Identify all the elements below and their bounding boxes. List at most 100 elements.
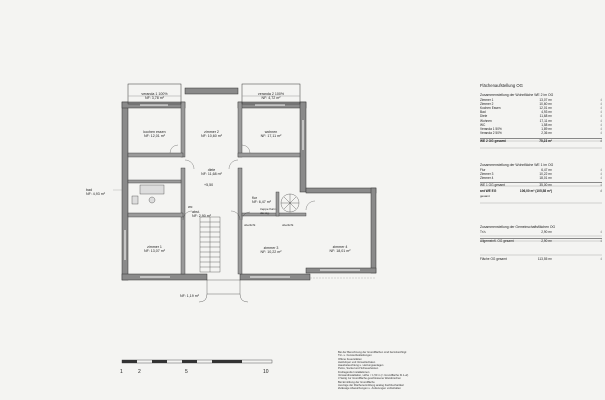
sub-label: WE 1 OG gesamt bbox=[480, 183, 505, 188]
room-area: NF: 10,60 m² bbox=[201, 134, 222, 138]
note-line: Putze, Sockel und Scheuerleisten bbox=[338, 367, 379, 371]
total-mark: √ bbox=[600, 239, 602, 244]
row-mark: √ bbox=[600, 110, 602, 115]
row-label: Zimmer 3 bbox=[480, 172, 494, 177]
note-line: 3 Seitig zur Grundfläche geschlossene Wa… bbox=[338, 377, 401, 381]
row-value: 6,47 m² bbox=[541, 168, 552, 173]
table-gemeinschaft: Zusammenstellung der Gemeinschaftsfläche… bbox=[480, 225, 602, 243]
table-row: Diele 11,68 m² √ bbox=[480, 114, 602, 118]
room-label-abst: abst. NF: 2,90 m² bbox=[192, 210, 211, 218]
room-name: kochen essen bbox=[143, 130, 166, 134]
row-mark: √ bbox=[600, 172, 602, 177]
row-value: 12,01 m² bbox=[539, 106, 552, 111]
sheet-title: Flächenaufstellung OG bbox=[480, 83, 523, 88]
row-label: Diele bbox=[480, 114, 488, 119]
room-name: zimmer 2 bbox=[204, 130, 219, 134]
row-label: Zimmer 2 bbox=[480, 102, 494, 107]
table-row: Zimmer 4 18,01 m² √ bbox=[480, 176, 602, 180]
room-area: NF: 12,01 m² bbox=[144, 134, 165, 138]
row-value: 4,93 m² bbox=[541, 110, 552, 115]
room-label-wc: wc bbox=[188, 205, 192, 209]
total-label: ant WE EG bbox=[480, 189, 497, 194]
row-label: Flur bbox=[480, 168, 486, 173]
notes-block: Bei der Berechnung der Grundflächen sind… bbox=[338, 351, 498, 391]
row-value: 1,89 m² bbox=[541, 126, 552, 131]
room-name: flur bbox=[252, 196, 257, 200]
note-line: Hausbeleuchtung u. Heizungsanlagen bbox=[338, 364, 384, 368]
row-value: 18,01 m² bbox=[539, 176, 552, 181]
row-mark: √ bbox=[600, 126, 602, 131]
table-heading: Zusammenstellung der Wohnfläche WE 1 im … bbox=[480, 163, 554, 167]
room-label-flur: flur NF: 6,47 m² bbox=[252, 196, 271, 204]
note-line: Tür- u. Fensterbekleidungen bbox=[338, 354, 372, 358]
grand-total: Fläche OG gesamt 113,55 m² √ bbox=[480, 257, 602, 261]
row-mark: √ bbox=[600, 230, 602, 235]
row-mark: √ bbox=[600, 118, 602, 123]
room-label-wohnen: wohnen NF: 17,11 m² bbox=[242, 130, 300, 138]
row-label: Kochen Essen bbox=[480, 106, 501, 111]
row-label: WC bbox=[480, 122, 486, 127]
row-value: 11,68 m² bbox=[539, 114, 552, 119]
total-note: gesamt bbox=[480, 193, 490, 198]
spiral-stair bbox=[280, 193, 300, 213]
row-mark: √ bbox=[600, 122, 602, 127]
total-value-2: (105,58 m²) bbox=[535, 189, 552, 194]
row-label: Zimmer 1 bbox=[480, 98, 494, 103]
stair-annotation: treppe flurm. dar.sig. bbox=[260, 207, 277, 215]
room-label-zimmer-1: zimmer 1 NF: 13,07 m² bbox=[128, 245, 181, 253]
row-mark: √ bbox=[600, 176, 602, 181]
row-mark: √ bbox=[600, 114, 602, 119]
room-name: zimmer 4 bbox=[332, 245, 348, 249]
room-label-kochen-essen: kochen essen NF: 12,01 m² bbox=[128, 130, 181, 138]
verandas bbox=[127, 83, 301, 105]
level-marker: +5,50 bbox=[204, 183, 214, 187]
grand-total-row: Fläche OG gesamt 113,55 m² √ bbox=[480, 257, 602, 261]
room-area: NF: 3,78 m² bbox=[145, 96, 164, 100]
row-value: 13,07 m² bbox=[539, 98, 552, 103]
scale-tick-label: 10 bbox=[263, 369, 269, 375]
note-line: Offene Feuerstätten bbox=[338, 357, 362, 361]
table-we2: Zusammenstellung der Wohnfläche WE 2 im … bbox=[480, 93, 602, 143]
note-line: Vorwandinstallation, Höhe < 1,50 m (> Gr… bbox=[338, 374, 409, 378]
room-name: veranda 1 100% bbox=[141, 92, 168, 96]
table-sub-row: WE 1 OG gesamt 35,00 m² √ bbox=[480, 182, 602, 187]
room-area: NF: 4,93 m² bbox=[86, 192, 105, 196]
row-label: Veranda 1 50% bbox=[480, 126, 502, 131]
note-line: Zulässige Abweichungen u. Änderungen vor… bbox=[338, 387, 401, 391]
table-row: Veranda 2 50%2,36 m²√ bbox=[480, 131, 602, 135]
table-total-row: WE 2 OG gesamt 75,23 m² √ bbox=[480, 137, 602, 143]
room-label-entry: NF: 1,19 m² bbox=[180, 294, 199, 298]
room-label-bad: bad NF: 4,93 m² bbox=[86, 188, 105, 196]
scale-tick-label: 5 bbox=[185, 369, 188, 375]
oberlicht-label-b: oberlicht bbox=[282, 223, 294, 227]
windows bbox=[124, 104, 360, 278]
bath-fixtures bbox=[131, 184, 165, 205]
stair-note-2: dar.sig. bbox=[260, 211, 270, 215]
room-area: NF: 11,68 m² bbox=[201, 172, 222, 176]
row-value: 2,90 m² bbox=[541, 230, 552, 235]
scale-tick-label: 2 bbox=[138, 369, 141, 375]
room-area: NF: 2,90 m² bbox=[192, 214, 211, 218]
note-line: Heizkörper und Vorsatzschalen bbox=[338, 360, 376, 364]
table-total-row: Allgemeinfl. OG gesamt 2,90 m² √ bbox=[480, 238, 602, 243]
row-value: 17,11 m² bbox=[539, 118, 552, 123]
room-label-zimmer-3: zimmer 3 NF: 10,22 m² bbox=[242, 246, 300, 254]
total-value: 106,00 m² bbox=[519, 189, 535, 194]
note-line: Bei der Berechnung der Grundflächen sind… bbox=[338, 351, 407, 354]
table-dividers bbox=[480, 140, 602, 256]
row-label: Zimmer 4 bbox=[480, 176, 494, 181]
room-name: diele bbox=[207, 168, 216, 172]
total-label: Allgemeinfl. OG gesamt bbox=[480, 239, 514, 244]
row-label: Bad bbox=[480, 110, 486, 115]
room-name: veranda 2 100% bbox=[257, 92, 285, 96]
total-mark: √ bbox=[600, 189, 602, 194]
stair-note: treppe flurm. bbox=[260, 207, 277, 211]
sub-value: 35,00 m² bbox=[539, 183, 552, 188]
room-label-diele: diele NF: 11,68 m² bbox=[185, 168, 238, 176]
